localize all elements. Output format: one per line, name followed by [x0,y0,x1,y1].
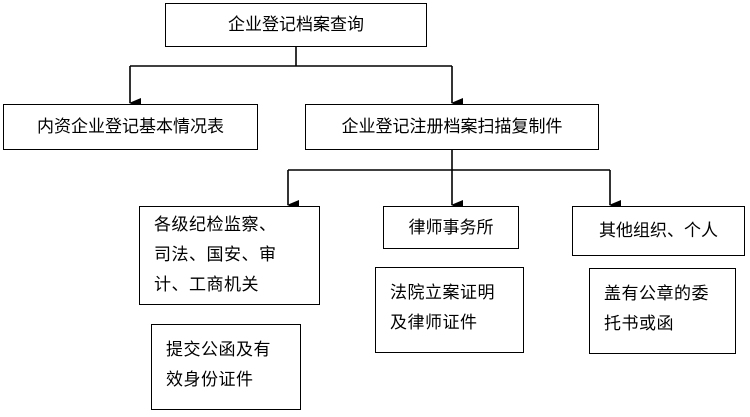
agency-requirement-node: 提交公函及有 效身份证件 [151,324,301,410]
right-node: 企业登记注册档案扫描复制件 [305,104,599,150]
lawyer-requirement-node: 法院立案证明 及律师证件 [375,267,524,353]
agency-node: 各级纪检监察、 司法、国安、审 计、工商机关 [139,206,320,305]
lawyer-node: 律师事务所 [383,206,519,249]
other-node: 其他组织、个人 [572,206,745,256]
left-node: 内资企业登记基本情况表 [3,104,258,150]
other-requirement-node: 盖有公章的委 托书或函 [589,268,736,354]
root-node: 企业登记档案查询 [165,3,427,47]
